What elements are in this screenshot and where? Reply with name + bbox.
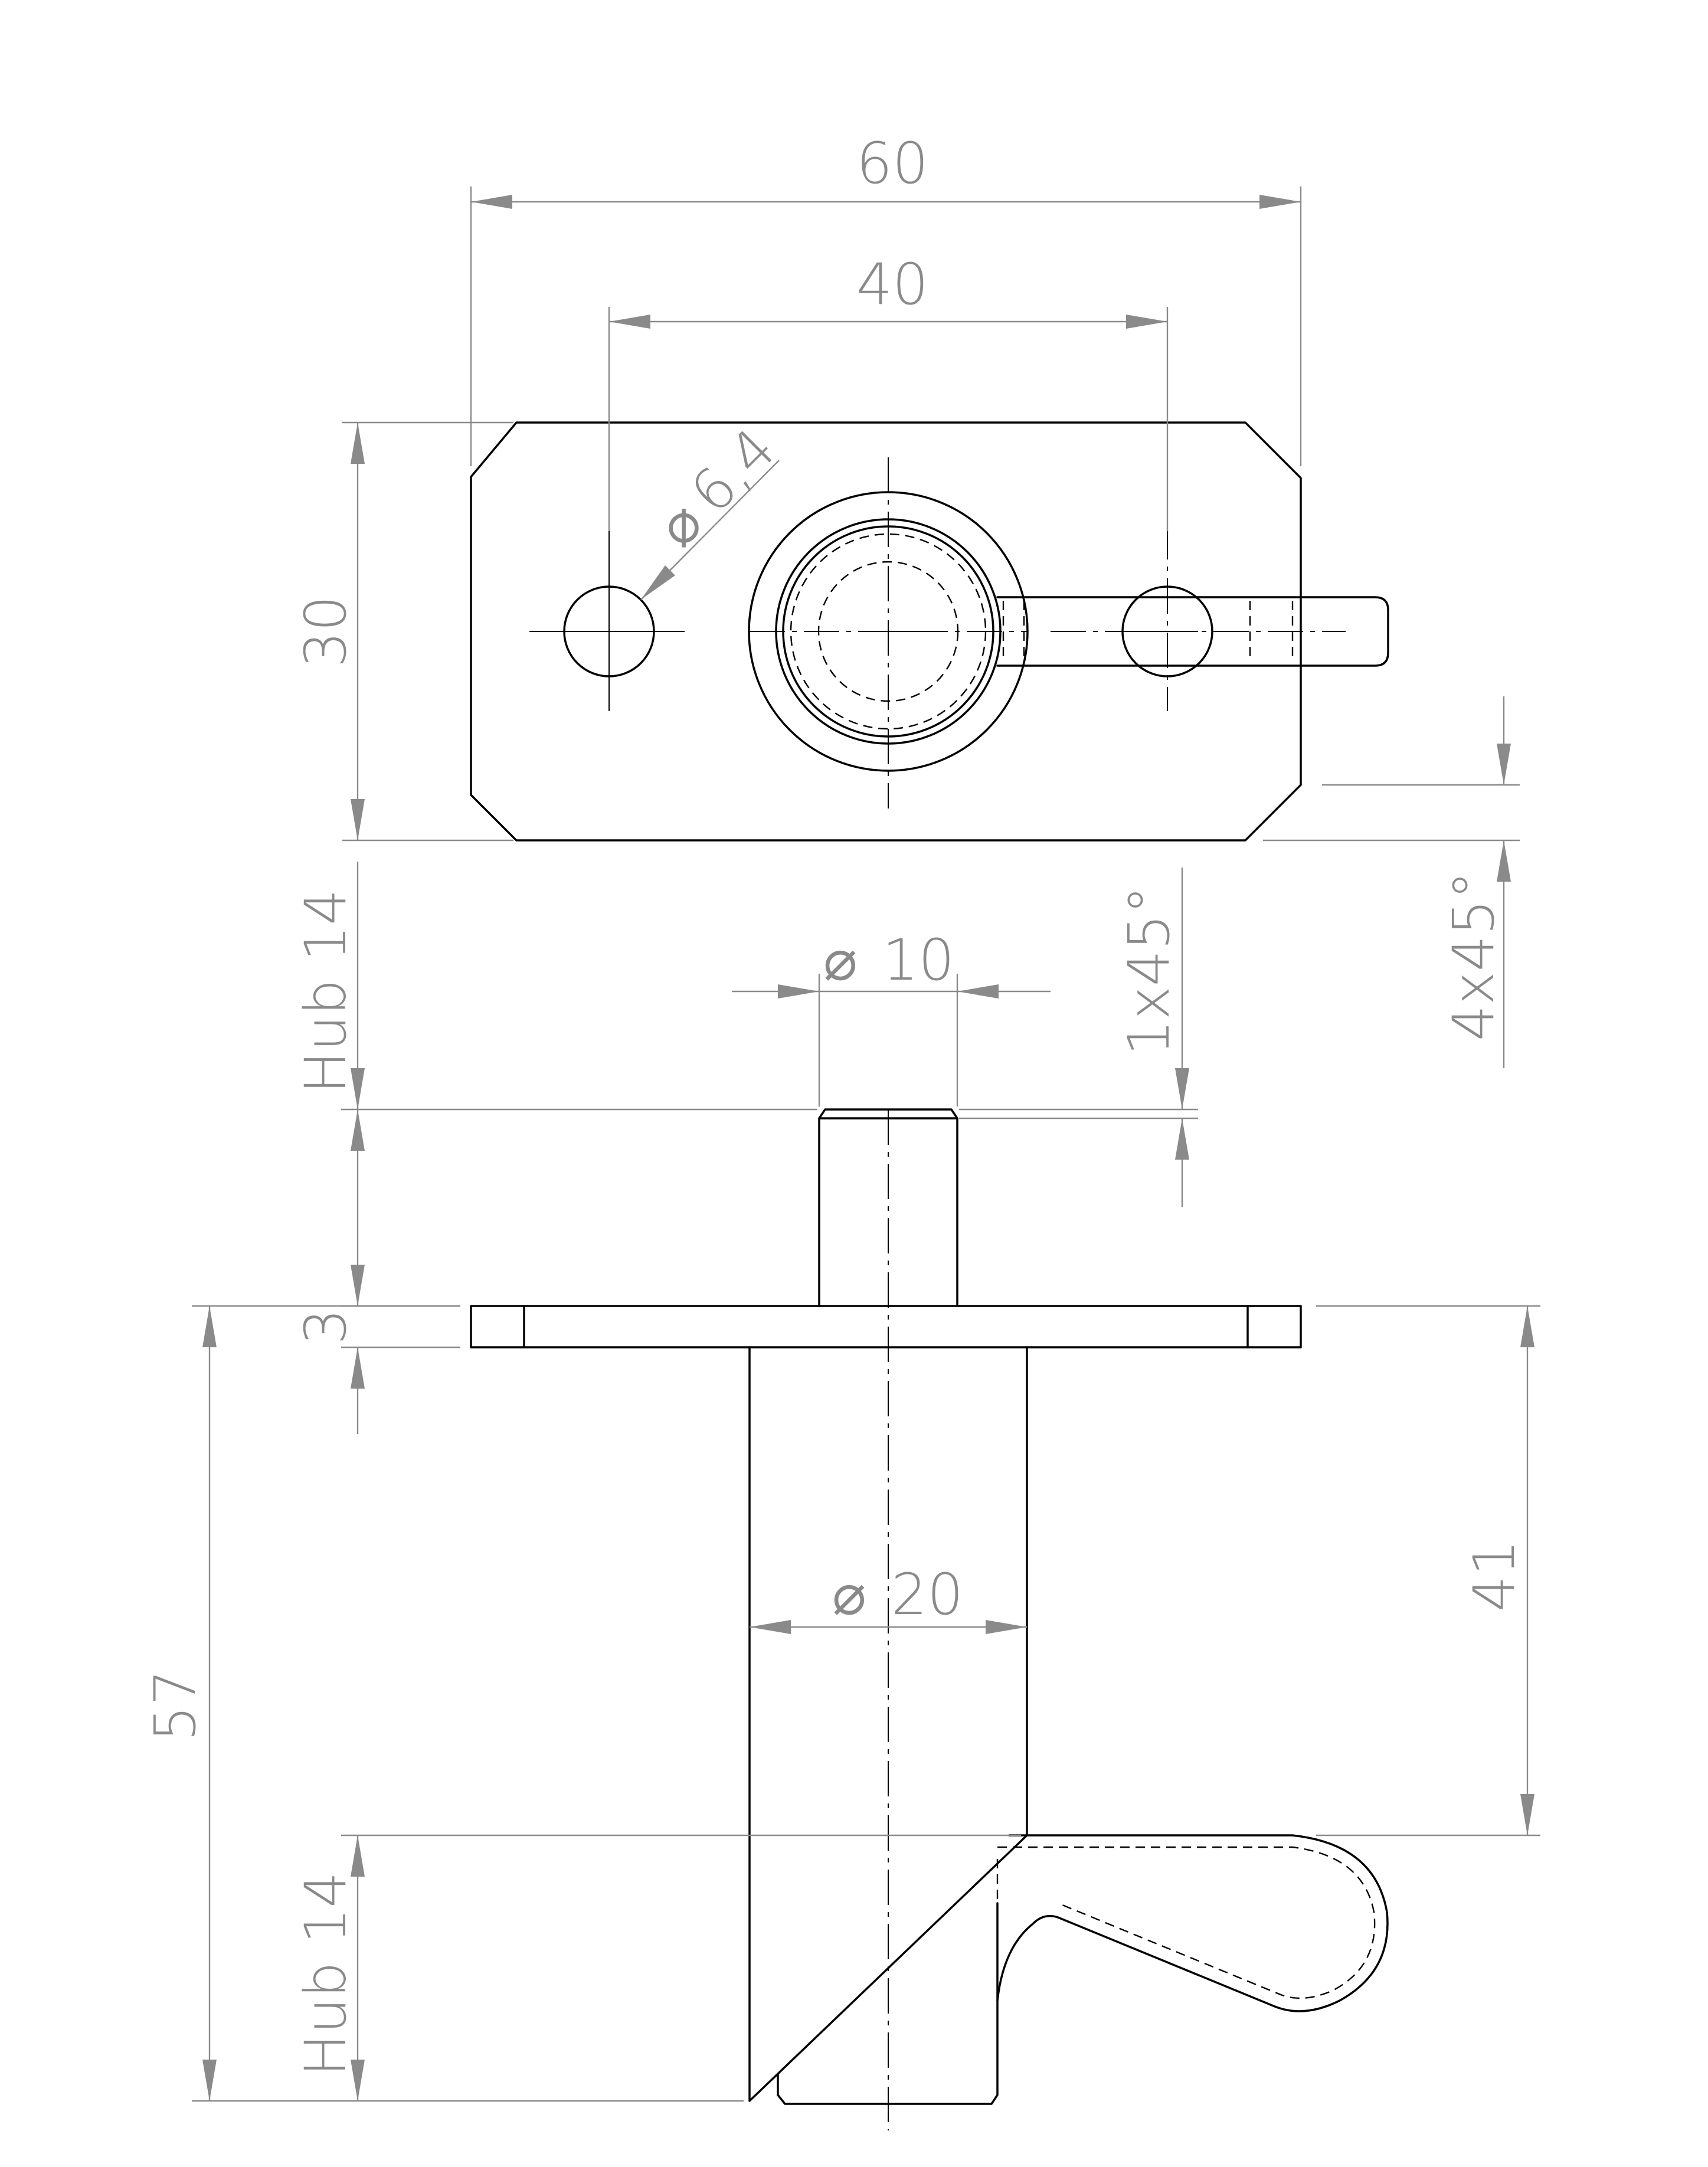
dim-body-diameter-symbol: ⌀ [832, 1562, 866, 1628]
dim-hole-diameter: 6,4 [678, 416, 788, 526]
dim-pin-diameter-symbol: ⌀ [823, 927, 858, 993]
handle-lever [996, 596, 1389, 667]
dim-length-41: 41 [1461, 1540, 1527, 1612]
flange [470, 1305, 1302, 1348]
dim-stroke-bottom: Hub 14 [293, 1872, 359, 2077]
dimensions: 60 40 30 ⌀ 6,4 4x45° [142, 130, 1540, 2102]
side-view [470, 1108, 1389, 2130]
handle-hook [996, 1834, 1389, 2012]
dim-corner-chamfer: 4x45° [1441, 871, 1507, 1041]
dim-hole-spacing-40: 40 [856, 251, 928, 317]
dim-body-diameter: 20 [891, 1562, 963, 1628]
top-view [470, 307, 1389, 842]
flange-plate-outline [470, 421, 1302, 842]
dim-stroke-top: Hub 14 [293, 889, 359, 1094]
dim-width-60: 60 [856, 130, 928, 197]
dim-height-30: 30 [293, 595, 359, 667]
dim-plate-thickness: 3 [293, 1308, 359, 1344]
dim-total-length-57: 57 [142, 1670, 208, 1742]
dim-pin-diameter: 10 [882, 927, 954, 993]
dim-pin-chamfer: 1x45° [1116, 886, 1182, 1056]
